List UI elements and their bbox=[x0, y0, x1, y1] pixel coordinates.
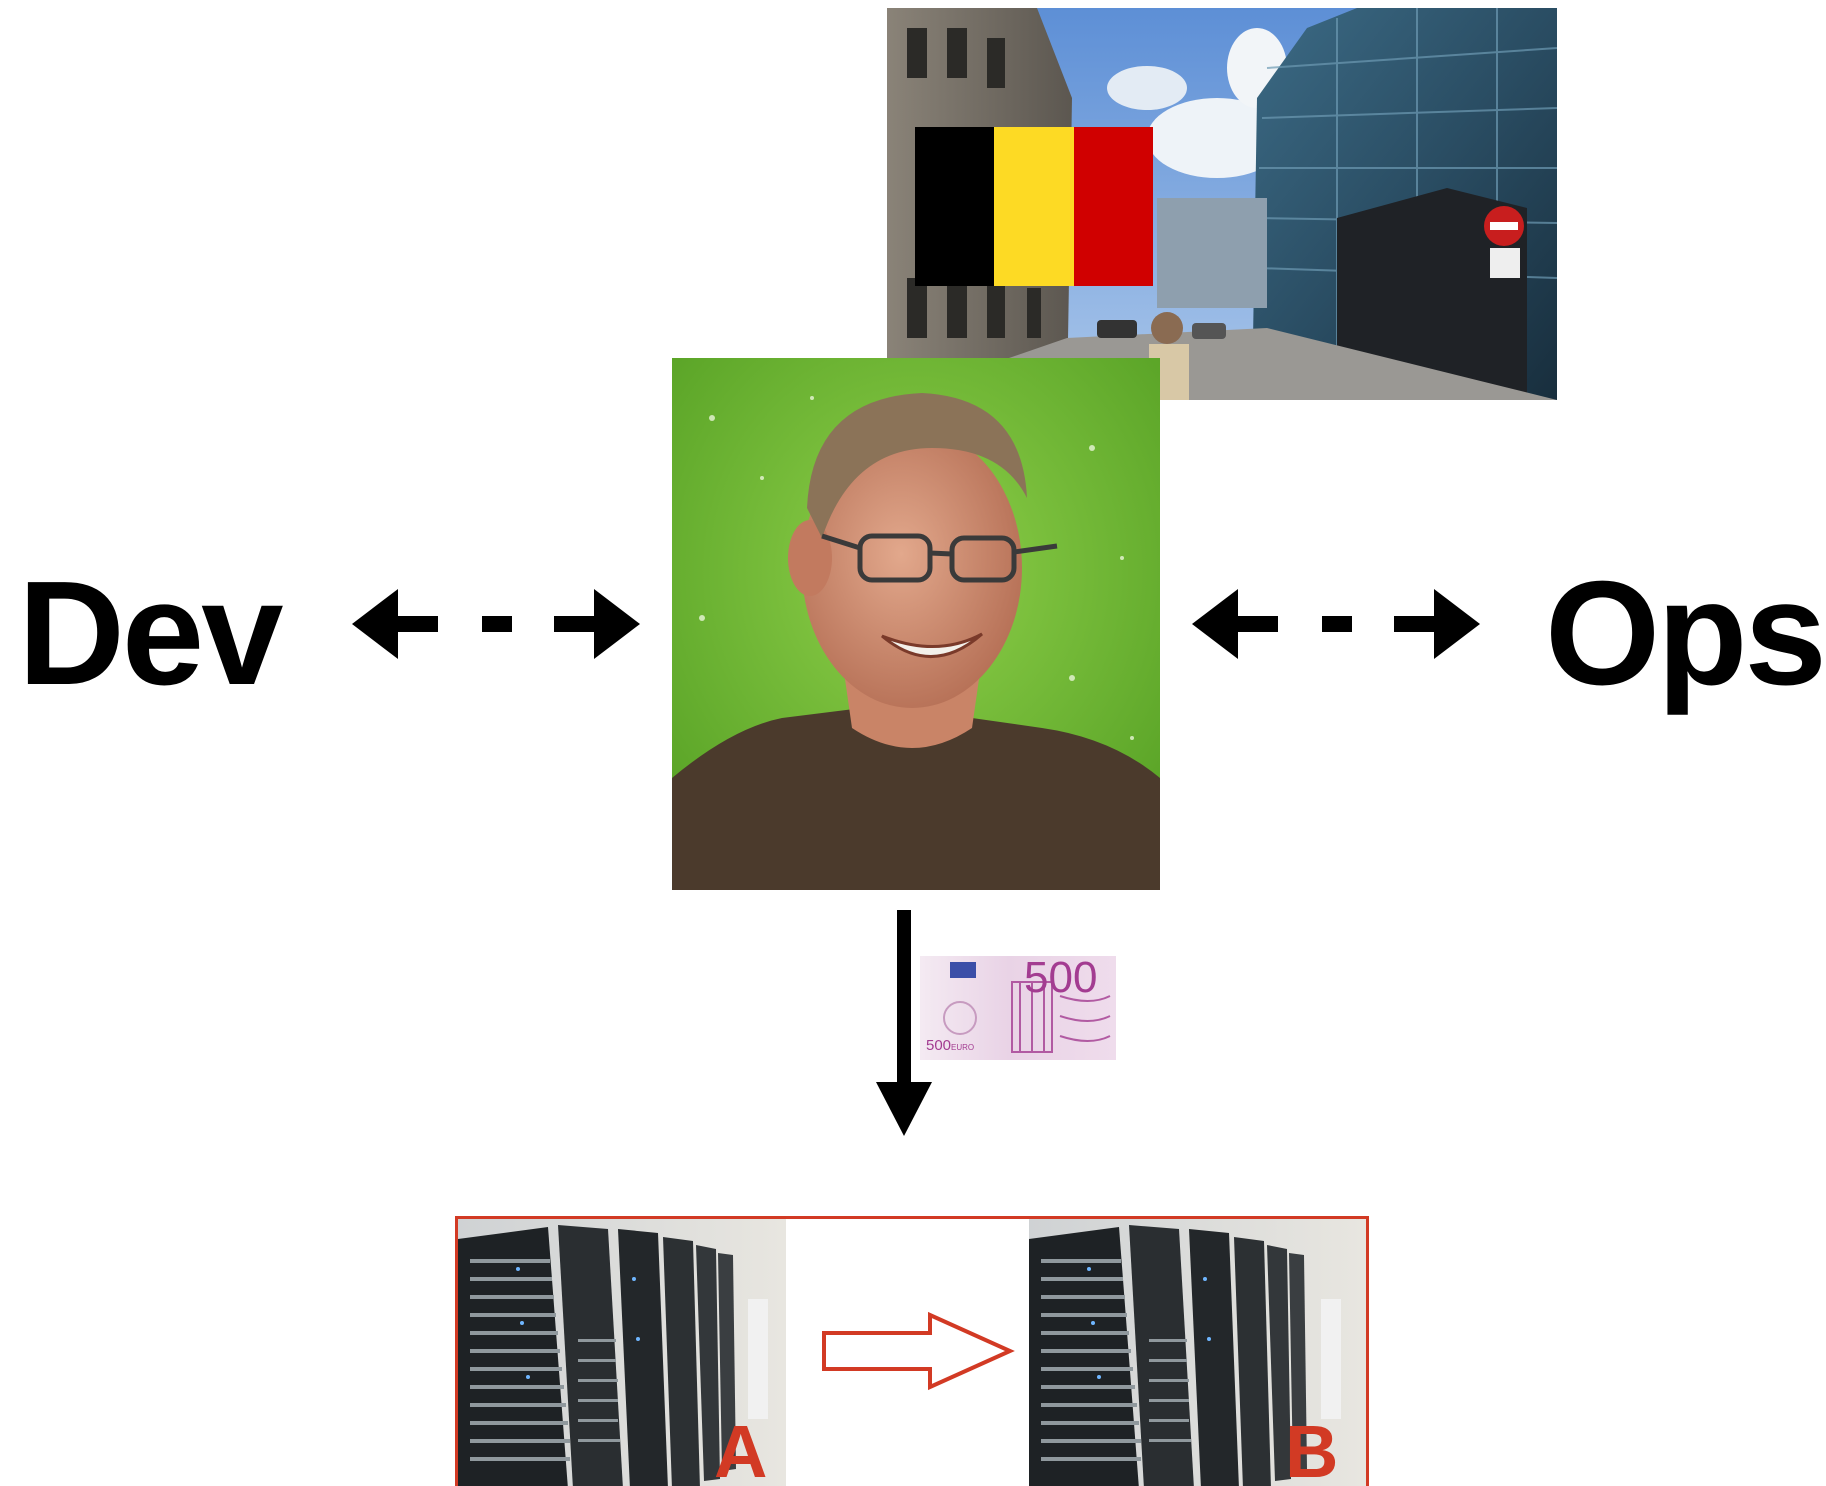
hollow-right-arrow-icon bbox=[818, 1311, 1018, 1391]
banknote-value: 500 bbox=[1024, 956, 1098, 1002]
brussels-street-photo bbox=[887, 8, 1557, 400]
server-tag-b: B bbox=[1285, 1410, 1339, 1486]
server-migration-panel: A bbox=[455, 1216, 1369, 1486]
banknote-currency: EURO bbox=[951, 1043, 975, 1052]
banknote-corner-value: 500EURO bbox=[926, 1038, 974, 1053]
ops-label: Ops bbox=[1545, 551, 1826, 716]
belgian-flag bbox=[915, 127, 1153, 286]
banknote-corner-number: 500 bbox=[926, 1037, 952, 1054]
server-rack-photo-a: A bbox=[458, 1219, 786, 1486]
down-arrow-icon bbox=[874, 910, 934, 1136]
flag-black-stripe bbox=[915, 127, 995, 286]
server-tag-a: A bbox=[714, 1410, 768, 1486]
dev-label: Dev bbox=[18, 551, 284, 716]
portrait-photo bbox=[672, 358, 1160, 890]
double-dashed-arrow-icon bbox=[1192, 584, 1480, 664]
euro-banknote: 500 500EURO bbox=[920, 956, 1116, 1060]
double-dashed-arrow-icon bbox=[352, 584, 640, 664]
server-rack-photo-b: B bbox=[1029, 1219, 1366, 1486]
flag-red-stripe bbox=[1073, 127, 1153, 286]
flag-yellow-stripe bbox=[994, 127, 1074, 286]
